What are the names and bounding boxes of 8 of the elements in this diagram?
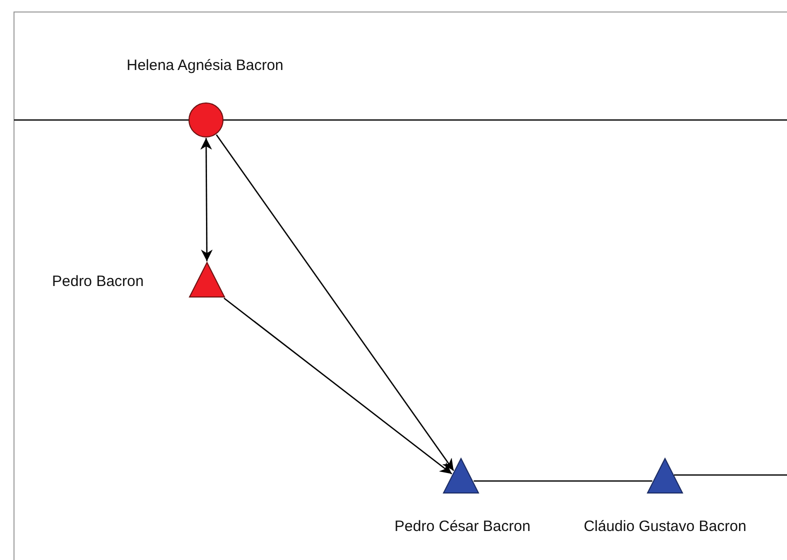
arrow xyxy=(200,138,213,262)
arrow xyxy=(216,134,454,471)
connector-line xyxy=(474,480,652,482)
person-name: Cláudio Gustavo Bacron xyxy=(582,518,748,535)
arrow xyxy=(224,298,452,474)
person-name: Pedro Bacron xyxy=(52,273,144,290)
person-name: Helena Agnésia Bacron xyxy=(126,57,284,74)
person-name: Pedro César Bacron xyxy=(394,518,532,535)
